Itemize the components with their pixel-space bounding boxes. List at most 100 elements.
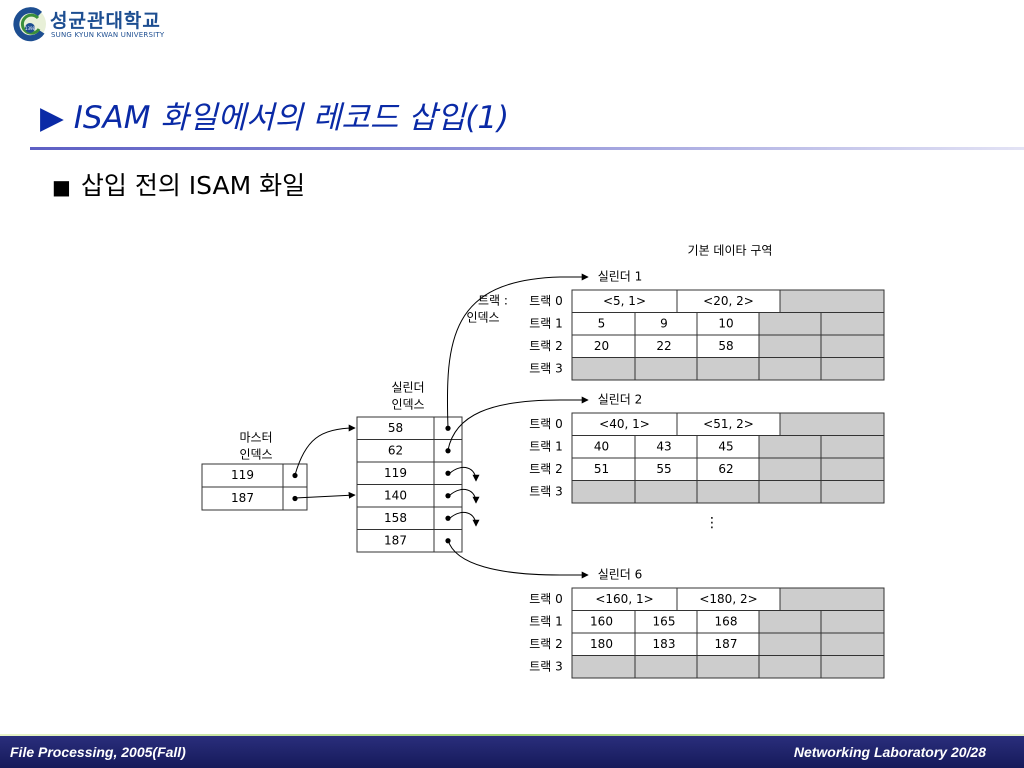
track-index-label-line1: 트랙 : <box>478 294 508 308</box>
footer-course: File Processing, 2005(Fall) <box>10 744 186 760</box>
record-key: 45 <box>718 439 733 453</box>
empty-cell <box>820 655 885 679</box>
record-key: 58 <box>718 339 733 353</box>
ellipsis: ⋮ <box>705 515 719 531</box>
record-key: 40 <box>594 439 609 453</box>
footer-lab-page: Networking Laboratory 20/28 <box>793 744 986 760</box>
empty-cell <box>634 357 698 381</box>
university-logo: 1398 성균관대학교 SUNG KYUN KWAN UNIVERSITY <box>10 4 180 46</box>
title-divider <box>30 147 1024 150</box>
record-key: 51 <box>594 462 609 476</box>
square-bullet-icon: ■ <box>52 175 71 199</box>
track-index-entry-text: <5, 1> <box>603 294 646 308</box>
track-label: 트랙 0 <box>529 417 563 431</box>
record-key: 165 <box>653 614 676 628</box>
record-key: 43 <box>656 439 671 453</box>
track-index-entry-text: <51, 2> <box>703 417 754 431</box>
pointer-dot <box>445 515 451 521</box>
slide-title: ▶ ISAM 화일에서의 레코드 삽입(1) <box>40 100 510 136</box>
empty-cell <box>820 457 885 481</box>
track-label: 트랙 1 <box>529 614 563 628</box>
empty-cell <box>779 289 885 313</box>
cylinder-index-to-cylinder1-arrow <box>446 273 589 429</box>
pointer-dot <box>292 472 298 479</box>
empty-cell <box>820 480 885 504</box>
record-key: 62 <box>718 462 733 476</box>
master-to-cylinder-index-arrow <box>294 491 356 499</box>
track-label: 트랙 2 <box>529 462 563 476</box>
empty-cell <box>779 587 885 611</box>
footer-accent-line <box>0 734 1024 736</box>
empty-cell <box>571 357 636 381</box>
footer-bar <box>0 734 1024 768</box>
pointer-dot <box>445 470 451 476</box>
logo-seal-text: 1398 <box>25 26 36 31</box>
primary-area-label: 기본 데이타 구역 <box>688 244 773 258</box>
track-label: 트랙 1 <box>529 316 563 330</box>
record-key: 187 <box>715 637 738 651</box>
record-key: 9 <box>660 316 668 330</box>
cylinder-index-key: 187 <box>384 533 407 547</box>
bullet-text: 삽입 전의 ISAM 화일 <box>80 171 306 200</box>
track-label: 트랙 3 <box>529 361 563 375</box>
master-index-key: 119 <box>231 468 254 482</box>
omitted-cylinder-pointer <box>449 511 480 527</box>
empty-cell <box>634 655 698 679</box>
record-key: 180 <box>590 637 613 651</box>
cylinder-index-key: 140 <box>384 488 407 502</box>
cylinder-index-label-line2: 인덱스 <box>391 398 424 412</box>
empty-cell <box>758 632 822 656</box>
omitted-cylinder-pointer <box>449 488 480 504</box>
master-index-key: 187 <box>231 491 254 505</box>
track-label: 트랙 2 <box>529 339 563 353</box>
empty-cell <box>696 480 760 504</box>
track-index-entry-text: <40, 1> <box>599 417 650 431</box>
track-index-entry-text: <20, 2> <box>703 294 754 308</box>
record-key: 183 <box>653 637 676 651</box>
empty-cell <box>758 334 822 358</box>
cylinder-index-label-line1: 실린더 <box>391 381 424 395</box>
cylinder-index-to-cylinder2-arrow <box>447 396 589 451</box>
record-key: 168 <box>715 614 738 628</box>
track-label: 트랙 0 <box>529 294 563 308</box>
track-index-entry-text: <160, 1> <box>595 592 653 606</box>
record-key: 22 <box>656 339 671 353</box>
cylinder-index-to-cylinder6-arrow <box>447 539 589 579</box>
logo-korean-name: 성균관대학교 <box>50 10 161 32</box>
master-index-label-line2: 인덱스 <box>239 448 272 462</box>
empty-cell <box>820 632 885 656</box>
cylinder-label: 실린더 1 <box>598 270 643 284</box>
record-key: 5 <box>598 316 606 330</box>
empty-cell <box>758 357 822 381</box>
cylinder-label: 실린더 6 <box>598 568 643 582</box>
empty-cell <box>696 655 760 679</box>
pointer-dot <box>445 448 451 454</box>
record-key: 10 <box>718 316 733 330</box>
empty-cell <box>820 334 885 358</box>
track-index-entry-text: <180, 2> <box>699 592 757 606</box>
cylinder-index-key: 158 <box>384 511 407 525</box>
track-label: 트랙 1 <box>529 439 563 453</box>
empty-cell <box>696 357 760 381</box>
empty-cell <box>820 312 885 336</box>
university-emblem-icon: 1398 <box>13 7 46 42</box>
bullet-item: ■ 삽입 전의 ISAM 화일 <box>52 166 305 202</box>
empty-cell <box>571 480 636 504</box>
empty-cell <box>758 655 822 679</box>
empty-cell <box>758 435 822 459</box>
empty-cell <box>758 457 822 481</box>
pointer-dot <box>445 425 451 431</box>
track-label: 트랙 3 <box>529 484 563 498</box>
record-key: 55 <box>656 462 671 476</box>
omitted-cylinder-pointer <box>449 466 480 482</box>
master-to-cylinder-index-arrow <box>294 424 356 476</box>
cylinder-index-key: 62 <box>388 443 403 457</box>
empty-cell <box>820 610 885 634</box>
master-index-label-line1: 마스터 <box>239 431 272 445</box>
track-index-label-line2: 인덱스 <box>466 311 499 325</box>
record-key: 20 <box>594 339 609 353</box>
track-label: 트랙 0 <box>529 592 563 606</box>
empty-cell <box>758 610 822 634</box>
track-label: 트랙 3 <box>529 659 563 673</box>
